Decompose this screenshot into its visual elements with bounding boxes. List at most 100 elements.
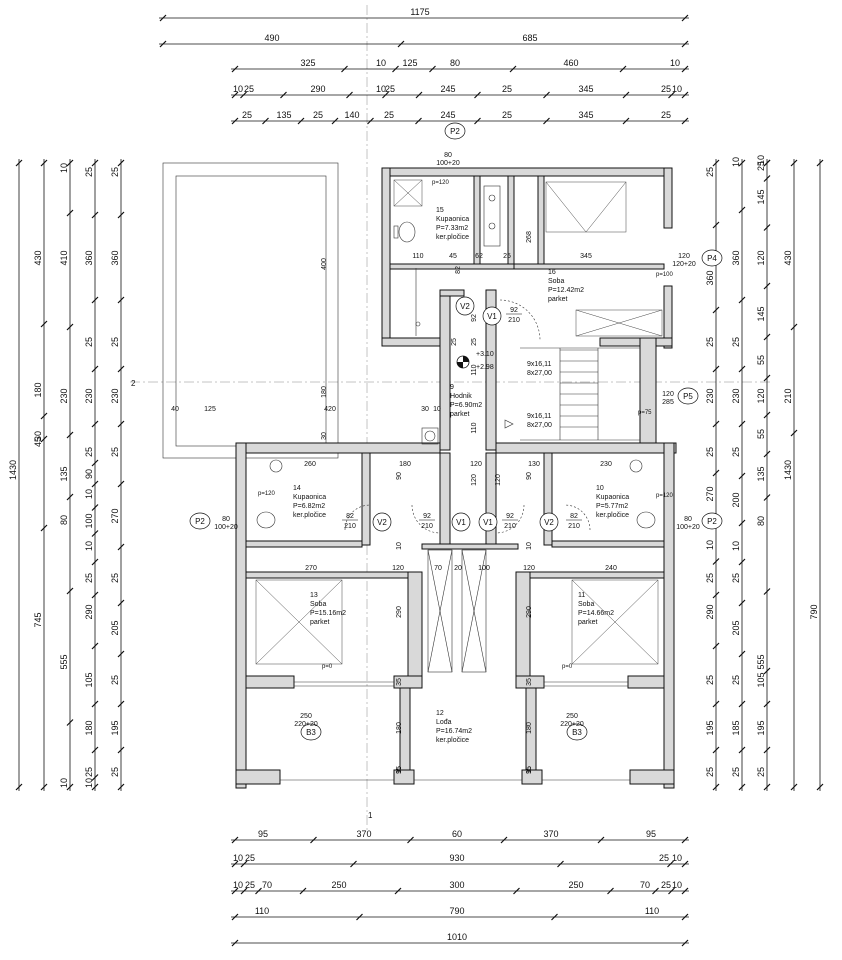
room-label-line: P=12.42m2 — [548, 287, 584, 294]
dimension-value: 25 — [705, 447, 715, 457]
stair-steps: 9x16,11 — [527, 413, 551, 420]
dimension-value: 410 — [59, 250, 69, 265]
interior-dimension: 15 — [526, 766, 533, 774]
interior-dimension: 290 — [526, 606, 533, 618]
dimension-value: 120 — [756, 388, 766, 403]
dimension-value: 345 — [578, 110, 593, 120]
room-label-line: ker.pločice — [293, 512, 326, 519]
dimension-value: 145 — [756, 189, 766, 204]
dimension-value: 80 — [756, 516, 766, 526]
dimension-value: 555 — [59, 654, 69, 669]
dimension-value: 10 — [233, 84, 243, 94]
dimension-value: 10 — [376, 84, 386, 94]
dimension-value: 10 — [233, 880, 243, 890]
opening-height: 210 — [421, 523, 433, 530]
dimension-value: 25 — [661, 880, 671, 890]
interior-dimension: 25 — [503, 253, 511, 260]
door-tag-circle — [539, 512, 559, 532]
interior-dimension: 25 — [451, 338, 458, 346]
dimension-value: 80 — [450, 58, 460, 68]
window-tag: P5 — [683, 392, 693, 401]
dimension-value: 360 — [84, 250, 94, 265]
room-label-line: ker.pločice — [596, 512, 629, 519]
room-label-line: 13 — [310, 592, 318, 599]
dimension-value: 25 — [661, 110, 671, 120]
sill-height: p=0 — [322, 664, 333, 670]
dimension-value: 100 — [84, 513, 94, 528]
dimension-value: 25 — [244, 84, 254, 94]
dimension-value: 10 — [756, 155, 766, 165]
dimension-value: 10 — [376, 58, 386, 68]
dimension-value: 80 — [59, 515, 69, 525]
window-height: 100+20 — [676, 524, 700, 531]
dimension-value: 45 — [33, 437, 43, 447]
sill-height: p=0 — [562, 664, 573, 670]
dimension-value: 25 — [659, 853, 669, 863]
dimension-value: 1175 — [410, 7, 429, 17]
stair-treads: 8x27,00 — [527, 370, 552, 377]
dimension-value: 25 — [84, 447, 94, 457]
dimension-value: 10 — [670, 58, 680, 68]
dimension-value: 205 — [731, 620, 741, 635]
interior-dimension: 35 — [526, 678, 533, 686]
dimension-value: 360 — [731, 250, 741, 265]
opening-height: 210 — [504, 523, 516, 530]
dimension-value: 430 — [783, 250, 793, 265]
door-tag: V1 — [483, 518, 493, 527]
dimension-value: 195 — [756, 720, 766, 735]
opening-height: 210 — [568, 523, 580, 530]
opening-width: 82 — [346, 513, 354, 520]
interior-dimension: 10 — [396, 542, 403, 550]
interior-dimension: 268 — [526, 231, 533, 243]
dimension-value: 10 — [672, 853, 682, 863]
window-width: 120 — [678, 253, 690, 260]
dimension-value: 145 — [756, 306, 766, 321]
dimension-value: 25 — [110, 573, 120, 583]
door-tag-circle — [478, 512, 498, 532]
opening-width: 92 — [423, 513, 431, 520]
interior-dimension: 10 — [526, 542, 533, 550]
room-label-line: 10 — [596, 485, 604, 492]
interior-dimension: 180 — [526, 722, 533, 734]
room-labels: 15KupaonicaP=7.33m2ker.pločice16SobaP=12… — [293, 207, 629, 744]
room-label-line: ker.pločice — [436, 234, 469, 241]
dimension-value: 30 — [33, 431, 43, 441]
window-height: 285 — [662, 399, 674, 406]
interior-dimension: 120 — [470, 461, 482, 468]
room-label-line: parket — [578, 619, 598, 626]
window-tag: P2 — [707, 517, 717, 526]
opening-height: 210 — [508, 317, 520, 324]
dimension-value: 180 — [84, 720, 94, 735]
window-tag: P4 — [707, 254, 717, 263]
sill-height: p=100 — [656, 272, 674, 278]
room-label-line: parket — [310, 619, 330, 626]
dimension-value: 25 — [731, 767, 741, 777]
dimension-value: 230 — [110, 388, 120, 403]
dimension-value: 25 — [661, 84, 671, 94]
interior-dimension: 10 — [433, 406, 441, 413]
sill-height: p=75 — [638, 410, 652, 416]
room-label-line: parket — [450, 411, 470, 418]
window-tag: P2 — [195, 517, 205, 526]
dimension-value: 135 — [756, 466, 766, 481]
interior-dimension: 180 — [321, 386, 328, 398]
dimension-value: 270 — [110, 508, 120, 523]
window-tag-circle — [677, 387, 699, 405]
dimension-value: 10 — [84, 541, 94, 551]
dimension-value: 10 — [731, 541, 741, 551]
dimension-value: 360 — [705, 270, 715, 285]
dimension-value: 245 — [440, 84, 455, 94]
interior-dimension: 90 — [396, 472, 403, 480]
opening-width: 92 — [506, 513, 514, 520]
dimension-value: 250 — [568, 880, 583, 890]
door-tag: V1 — [456, 518, 466, 527]
room-label-line: P=7.33m2 — [436, 225, 468, 232]
dimension-value: 180 — [33, 382, 43, 397]
sill-height: p=120 — [258, 491, 276, 497]
dimension-value: 25 — [705, 167, 715, 177]
